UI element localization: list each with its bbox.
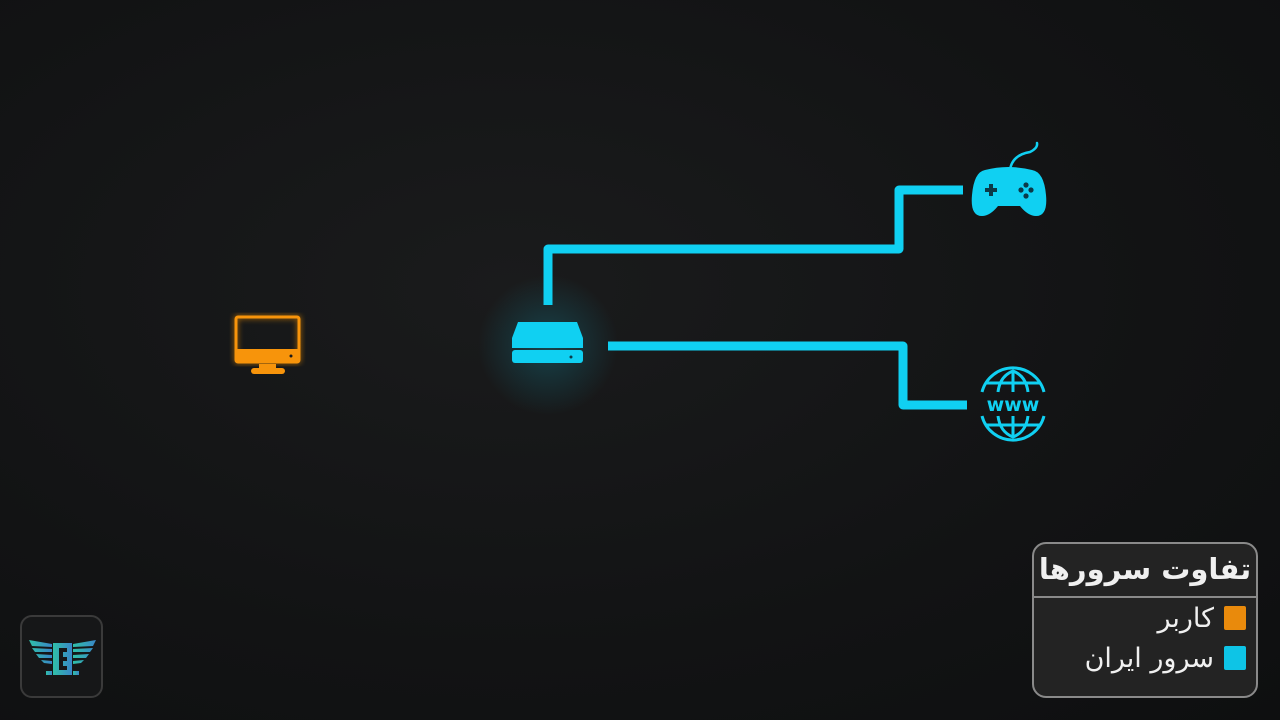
legend: تفاوت سرورها کاربر سرور ایران <box>1032 542 1258 698</box>
router-game-link <box>543 185 963 305</box>
globe-www-label: www <box>987 394 1040 416</box>
legend-item-user: کاربر <box>1034 598 1256 638</box>
monitor-icon <box>234 315 301 374</box>
gamepad-icon <box>971 141 1047 216</box>
legend-item-iran-server: سرور ایران <box>1034 638 1256 678</box>
brand-logo <box>20 615 103 698</box>
legend-swatch-cyan <box>1224 646 1246 670</box>
globe-www-icon: www <box>980 366 1046 442</box>
winged-e-logo-icon <box>29 640 96 675</box>
legend-label: سرور ایران <box>1084 642 1214 674</box>
legend-swatch-orange <box>1224 606 1246 630</box>
legend-title: تفاوت سرورها <box>1034 544 1256 598</box>
router-web-link <box>608 341 967 410</box>
router-icon <box>512 322 583 363</box>
legend-label: کاربر <box>1157 602 1214 634</box>
